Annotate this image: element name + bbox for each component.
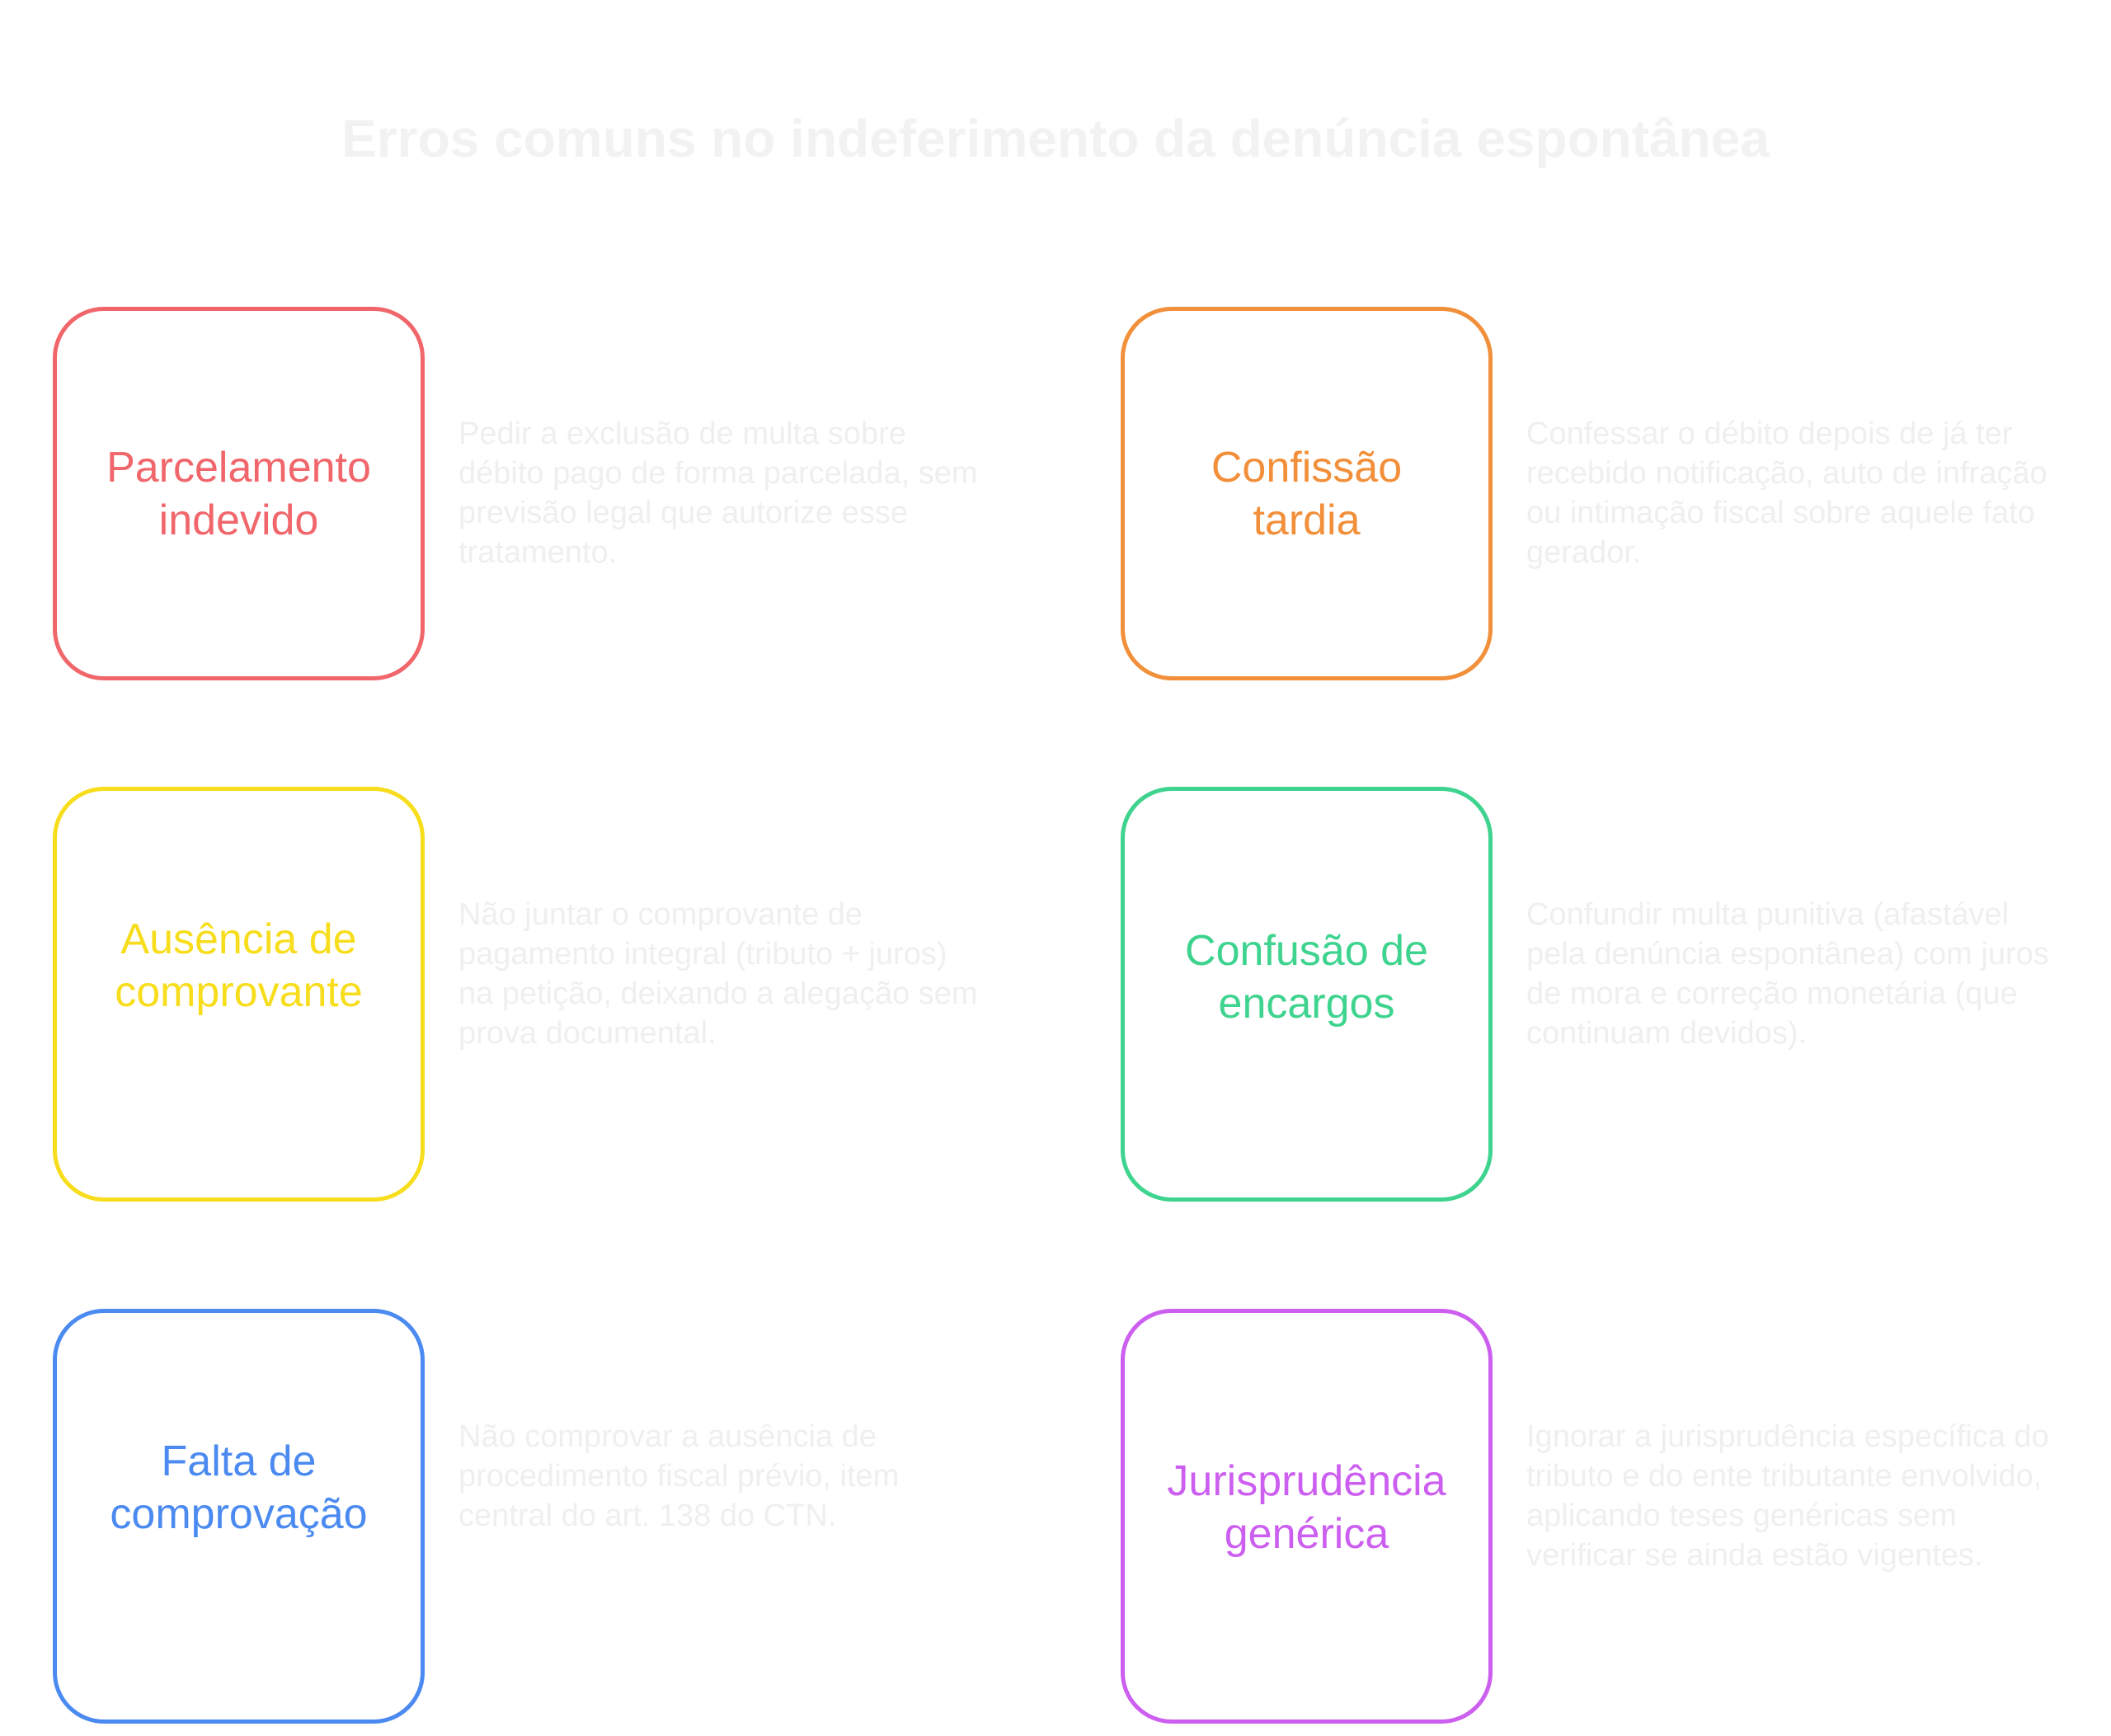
card-label-line: Confissão [1211,443,1403,492]
card-label-line: comprovação [110,1489,368,1538]
card-label-line: Parcelamento [106,443,371,492]
card-description: Pedir a exclusão de multa sobre débito p… [458,416,978,570]
card-label-line: genérica [1224,1509,1389,1558]
card-label: Falta de comprovação [93,1435,383,1541]
card-falta-de-comprovacao: Falta de comprovação [53,1309,425,1724]
card-confissao-tardia: Confissão tardia [1121,307,1493,680]
card-confusao-de-encargos: Confusão de encargos [1121,787,1493,1202]
card-label: Jurisprudência genérica [1150,1455,1462,1560]
card-label: Parcelamento indevido [90,441,388,547]
card-description: Confundir multa punitiva (afastável pela… [1526,897,2049,1051]
card-label-line: indevido [158,496,319,544]
card-description: Ignorar a jurisprudência específica do t… [1526,1419,2049,1573]
card-jurisprudencia-generica: Jurisprudência genérica [1121,1309,1493,1724]
card-label-line: Jurisprudência [1167,1456,1446,1505]
card-label: Confissão tardia [1195,441,1418,547]
card-label-line: Ausência de [120,915,357,963]
card-label-line: encargos [1218,979,1395,1028]
card-label: Confusão de encargos [1168,924,1445,1030]
card-label-line: comprovante [115,967,363,1016]
card-description: Confessar o débito depois de já ter rece… [1526,416,2048,570]
card-parcelamento-indevido: Parcelamento indevido [53,307,425,680]
diagram-title: Erros comuns no indeferimento da denúnci… [341,109,1770,168]
card-label-line: Confusão de [1185,926,1428,975]
card-description: Não comprovar a ausência de procedimento… [458,1419,900,1533]
card-label-line: Falta de [161,1437,317,1485]
card-label-line: tardia [1253,496,1361,544]
card-ausencia-de-comprovante: Ausência de comprovante [53,787,425,1202]
card-description: Não juntar o comprovante de pagamento in… [458,897,978,1051]
card-label: Ausência de comprovante [98,913,379,1019]
